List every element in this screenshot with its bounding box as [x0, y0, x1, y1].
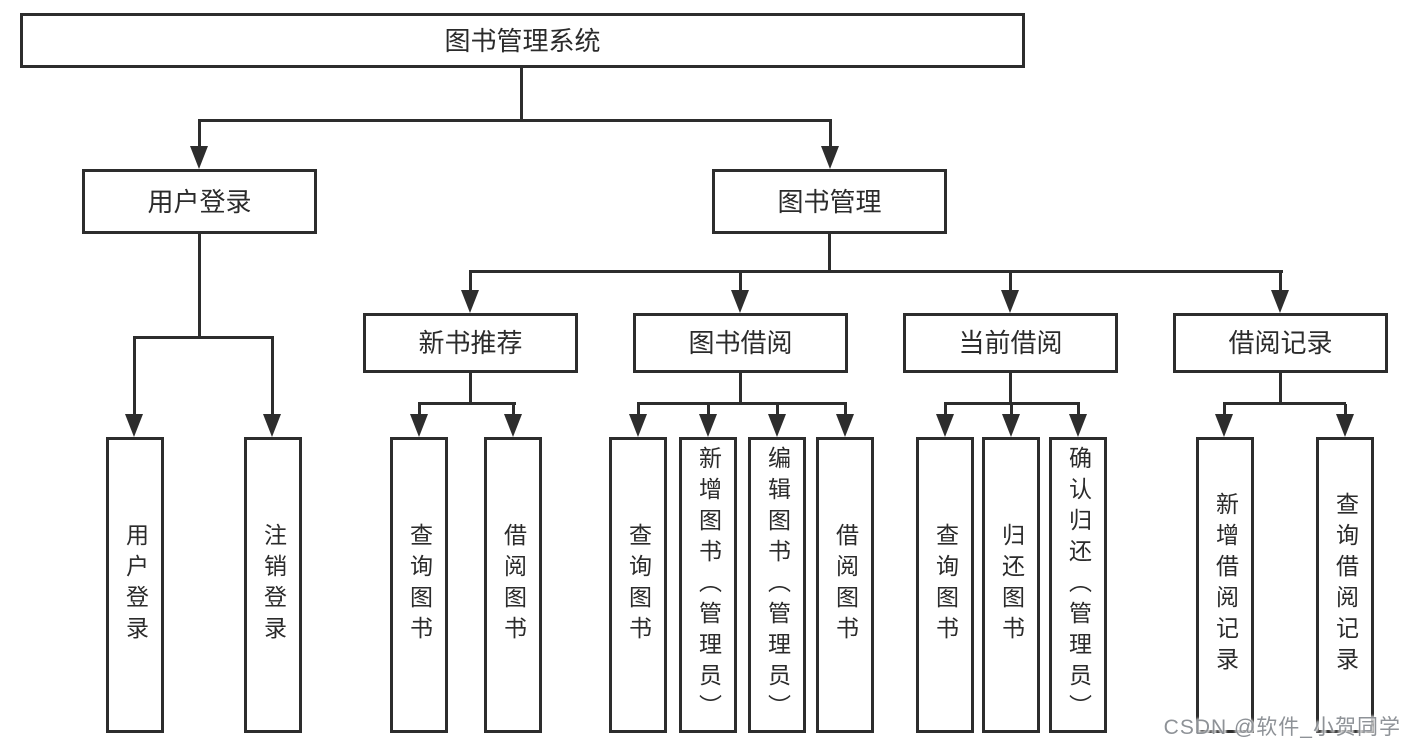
leaf-label: 编辑图书（管理员） — [764, 445, 791, 725]
connector-line — [944, 402, 1080, 405]
leaf-label: 新增借阅记录 — [1212, 492, 1239, 678]
arrow-down-icon — [1336, 414, 1354, 437]
arrow-down-icon — [1271, 290, 1289, 313]
node-group-book-borrow: 图书借阅 — [633, 313, 848, 373]
leaf-return-book: 归还图书 — [982, 437, 1040, 733]
arrow-down-icon — [936, 414, 954, 437]
leaf-query-borrow-record: 查询借阅记录 — [1316, 437, 1374, 733]
leaf-label: 归还图书 — [998, 523, 1025, 647]
connector-line — [1279, 373, 1282, 404]
leaf-label: 查询图书 — [625, 523, 652, 647]
arrow-down-icon — [1001, 290, 1019, 313]
leaf-label: 查询图书 — [406, 523, 433, 647]
leaf-label: 借阅图书 — [500, 523, 527, 647]
connector-line — [1223, 402, 1346, 405]
connector-line — [739, 272, 742, 290]
connector-line — [512, 404, 515, 414]
connector-line — [1009, 272, 1012, 290]
connector-line — [1077, 404, 1080, 414]
arrow-down-icon — [410, 414, 428, 437]
node-group-borrow-records: 借阅记录 — [1173, 313, 1388, 373]
arrow-down-icon — [1002, 414, 1020, 437]
node-book-management: 图书管理 — [712, 169, 947, 234]
connector-line — [707, 404, 710, 414]
arrow-down-icon — [125, 414, 143, 437]
connector-line — [828, 234, 831, 272]
connector-line — [739, 373, 742, 404]
connector-line — [1279, 272, 1282, 290]
connector-line — [1009, 373, 1012, 404]
leaf-user-login: 用户登录 — [106, 437, 164, 733]
leaf-label: 确认归还（管理员） — [1065, 445, 1092, 725]
leaf-label: 查询图书 — [932, 523, 959, 647]
connector-line — [944, 404, 947, 414]
connector-line — [829, 121, 832, 147]
connector-line — [198, 234, 201, 338]
leaf-confirm-return-admin: 确认归还（管理员） — [1049, 437, 1107, 733]
arrow-down-icon — [504, 414, 522, 437]
arrow-down-icon — [699, 414, 717, 437]
connector-line — [844, 404, 847, 414]
arrow-down-icon — [731, 290, 749, 313]
arrow-down-icon — [836, 414, 854, 437]
connector-line — [1010, 404, 1013, 414]
node-root: 图书管理系统 — [20, 13, 1025, 68]
connector-line — [271, 338, 274, 414]
leaf-query-books-borrow: 查询图书 — [609, 437, 667, 733]
node-user-login: 用户登录 — [82, 169, 317, 234]
arrow-down-icon — [821, 146, 839, 169]
connector-line — [133, 336, 274, 339]
leaf-borrow-books-2: 借阅图书 — [816, 437, 874, 733]
node-group-new-books: 新书推荐 — [363, 313, 578, 373]
leaf-label: 用户登录 — [122, 523, 149, 647]
connector-line — [637, 402, 847, 405]
connector-line — [1344, 404, 1347, 414]
leaf-label: 注销登录 — [260, 523, 287, 647]
leaf-logout: 注销登录 — [244, 437, 302, 733]
leaf-add-book-admin: 新增图书（管理员） — [679, 437, 737, 733]
connector-line — [418, 402, 516, 405]
connector-line — [418, 404, 421, 414]
arrow-down-icon — [768, 414, 786, 437]
leaf-query-books-current: 查询图书 — [916, 437, 974, 733]
arrow-down-icon — [629, 414, 647, 437]
connector-line — [133, 338, 136, 414]
arrow-down-icon — [263, 414, 281, 437]
watermark: CSDN @软件_小贺同学 — [1163, 716, 1401, 739]
connector-line — [469, 373, 472, 404]
connector-line — [520, 67, 523, 121]
connector-line — [469, 270, 1283, 273]
arrow-down-icon — [1069, 414, 1087, 437]
node-group-current-borrow: 当前借阅 — [903, 313, 1118, 373]
leaf-label: 查询借阅记录 — [1332, 492, 1359, 678]
arrow-down-icon — [461, 290, 479, 313]
connector-line — [198, 121, 201, 147]
connector-line — [469, 272, 472, 290]
arrow-down-icon — [190, 146, 208, 169]
leaf-borrow-books-new: 借阅图书 — [484, 437, 542, 733]
leaf-add-borrow-record: 新增借阅记录 — [1196, 437, 1254, 733]
arrow-down-icon — [1215, 414, 1233, 437]
leaf-query-books-new: 查询图书 — [390, 437, 448, 733]
connector-line — [198, 119, 832, 122]
leaf-label: 借阅图书 — [832, 523, 859, 647]
connector-line — [776, 404, 779, 414]
leaf-edit-book-admin: 编辑图书（管理员） — [748, 437, 806, 733]
connector-line — [1223, 404, 1226, 414]
leaf-label: 新增图书（管理员） — [695, 445, 722, 725]
connector-line — [637, 404, 640, 414]
